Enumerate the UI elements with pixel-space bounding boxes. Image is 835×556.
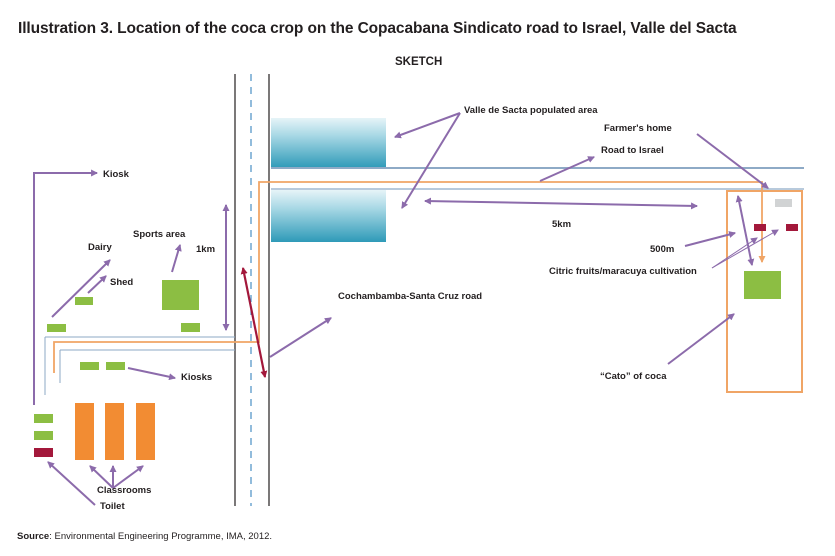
label-cochabamba-road: Cochambamba-Santa Cruz road [338, 291, 483, 302]
kiosk-building-1 [80, 362, 99, 370]
populated-area-block-bottom [271, 190, 386, 242]
label-toilet: Toilet [100, 501, 125, 512]
main-road [234, 74, 270, 506]
arrow-dairy [51, 259, 111, 318]
kiosk-building-3 [34, 414, 53, 423]
classroom-building-1 [75, 403, 94, 460]
arrow-kiosk [33, 169, 99, 405]
source-prefix: Source [17, 531, 50, 542]
populated-area-block-top [271, 118, 386, 168]
label-cato: “Cato” of coca [600, 371, 667, 382]
source-note: Source: Environmental Engineering Progra… [17, 531, 272, 542]
route-line [53, 181, 766, 373]
label-shed: Shed [110, 277, 134, 288]
label-5km: 5km [552, 219, 572, 230]
arrow-sports-area [171, 243, 182, 273]
arrow-farmers-home [696, 133, 769, 189]
arrow-classroom-3 [112, 465, 144, 489]
arrow-500m-label [684, 231, 737, 247]
label-sports-area: Sports area [133, 229, 186, 240]
kiosk-building-4 [34, 431, 53, 440]
label-valle-populated: Valle de Sacta populated area [464, 105, 598, 116]
road-to-israel [271, 167, 804, 190]
citric-plot-1 [754, 224, 766, 231]
classroom-building-3 [136, 403, 155, 460]
sports-building [181, 323, 200, 332]
farm-plot [726, 190, 803, 393]
farmers-home-building [775, 199, 792, 207]
arrow-classroom-1 [89, 465, 114, 489]
coca-plot [744, 271, 781, 299]
classroom-building-2 [105, 403, 124, 460]
arrow-populated-top [394, 112, 461, 139]
arrow-500m [735, 194, 755, 267]
kiosk-building-2 [106, 362, 125, 370]
sketch-subtitle: SKETCH [395, 56, 443, 68]
citric-arrows [711, 229, 779, 269]
shed-building [75, 297, 93, 305]
arrow-road-crossing [240, 266, 268, 379]
label-citric: Citric fruits/maracuya cultivation [549, 266, 697, 277]
school-access-road [44, 336, 235, 395]
citric-plot-2 [786, 224, 798, 231]
label-1km: 1km [196, 244, 216, 255]
arrow-shed [87, 275, 107, 294]
arrow-toilet [47, 461, 96, 506]
arrow-cochabamba-road [269, 317, 332, 358]
arrow-kiosks [127, 367, 177, 381]
arrow-populated-bottom [401, 112, 461, 209]
label-kiosk: Kiosk [103, 169, 129, 180]
pointer-arrows [33, 112, 769, 506]
label-farmers-home: Farmer's home [604, 123, 672, 134]
toilet-building [34, 448, 53, 457]
figure-title: Illustration 3. Location of the coca cro… [18, 20, 737, 37]
label-500m: 500m [650, 244, 675, 255]
arrow-5km [423, 197, 699, 210]
label-road-to-israel: Road to Israel [601, 145, 664, 156]
dairy-building [47, 324, 66, 332]
label-dairy: Dairy [88, 242, 112, 253]
label-classrooms: Classrooms [97, 485, 152, 496]
sports-area-field [162, 280, 199, 310]
source-text: : Environmental Engineering Programme, I… [49, 531, 273, 542]
label-kiosks: Kiosks [181, 372, 213, 383]
arrow-cato [667, 313, 735, 365]
arrow-road-to-israel [539, 156, 595, 182]
